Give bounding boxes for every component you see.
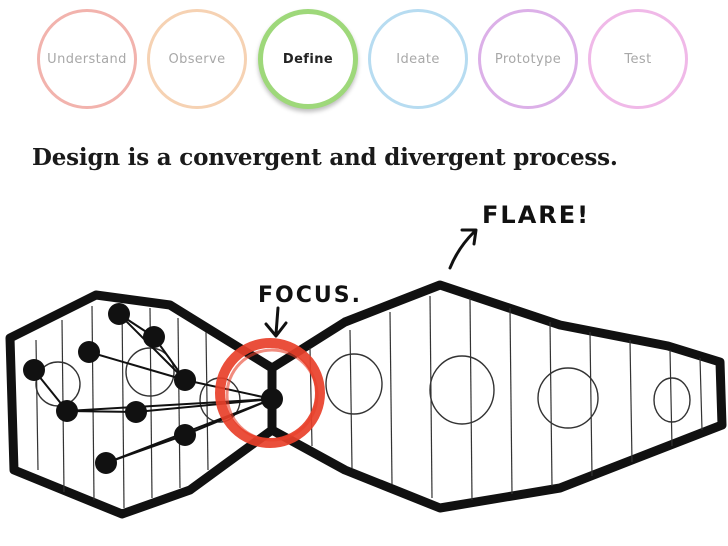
network-node [108, 303, 130, 325]
converge-diverge-sketch: FOCUS. FLARE! [5, 201, 727, 519]
focus-arrow [264, 306, 288, 338]
network-node [125, 401, 147, 423]
network-nodes [23, 303, 283, 474]
headline: Design is a convergent and divergent pro… [32, 144, 618, 171]
network-node [56, 400, 78, 422]
network-node [95, 452, 117, 474]
flare-arrow [448, 228, 478, 270]
step-observe[interactable]: Observe [147, 9, 247, 109]
step-define[interactable]: Define [258, 9, 358, 109]
diverge-shape [269, 280, 727, 513]
step-prototype[interactable]: Prototype [478, 9, 578, 109]
focus-node [261, 388, 283, 410]
step-understand[interactable]: Understand [37, 9, 137, 109]
step-test[interactable]: Test [588, 9, 688, 109]
flare-label: FLARE! [482, 201, 590, 229]
focus-label: FOCUS. [258, 283, 362, 308]
network-node [23, 359, 45, 381]
step-ideate[interactable]: Ideate [368, 9, 468, 109]
network-node [143, 326, 165, 348]
network-node [174, 369, 196, 391]
design-process-steps: Understand Observe Define Ideate Prototy… [0, 0, 728, 122]
network-node [174, 424, 196, 446]
focus-circle [215, 338, 325, 448]
network-node [78, 341, 100, 363]
